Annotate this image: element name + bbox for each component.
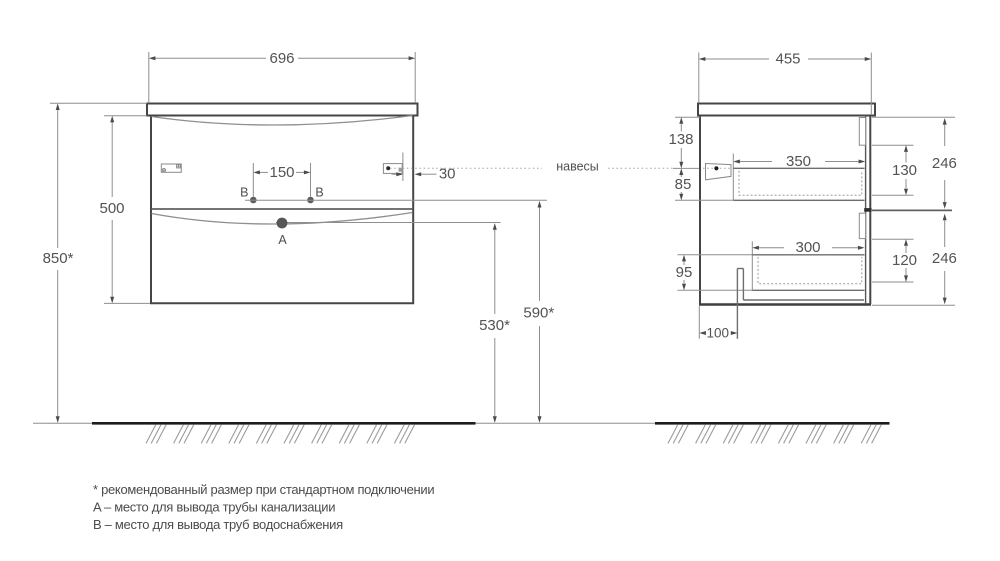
svg-text:навесы: навесы xyxy=(556,159,599,173)
svg-text:150: 150 xyxy=(269,164,294,181)
svg-text:130: 130 xyxy=(892,162,917,179)
svg-text:246: 246 xyxy=(932,250,957,267)
svg-text:300: 300 xyxy=(795,239,820,256)
svg-text:A – место для вывода трубы кан: A – место для вывода трубы канализации xyxy=(93,500,335,515)
svg-text:* рекомендованный размер при с: * рекомендованный размер при стандартном… xyxy=(93,482,434,497)
svg-text:246: 246 xyxy=(932,155,957,172)
svg-text:350: 350 xyxy=(786,153,811,170)
svg-text:696: 696 xyxy=(269,50,294,67)
svg-text:95: 95 xyxy=(676,264,693,281)
svg-text:500: 500 xyxy=(99,200,124,217)
svg-text:100: 100 xyxy=(707,326,730,341)
svg-text:85: 85 xyxy=(675,176,692,193)
svg-text:120: 120 xyxy=(892,252,917,269)
svg-text:B – место для вывода труб водо: B – место для вывода труб водоснабжения xyxy=(93,517,343,532)
svg-text:B: B xyxy=(315,185,323,199)
svg-text:30: 30 xyxy=(439,166,456,183)
svg-text:A: A xyxy=(278,233,287,247)
svg-text:138: 138 xyxy=(668,131,693,148)
svg-text:530*: 530* xyxy=(479,317,510,334)
svg-text:455: 455 xyxy=(775,51,800,68)
svg-text:850*: 850* xyxy=(43,250,74,267)
svg-text:590*: 590* xyxy=(523,304,554,321)
svg-text:B: B xyxy=(240,185,248,199)
